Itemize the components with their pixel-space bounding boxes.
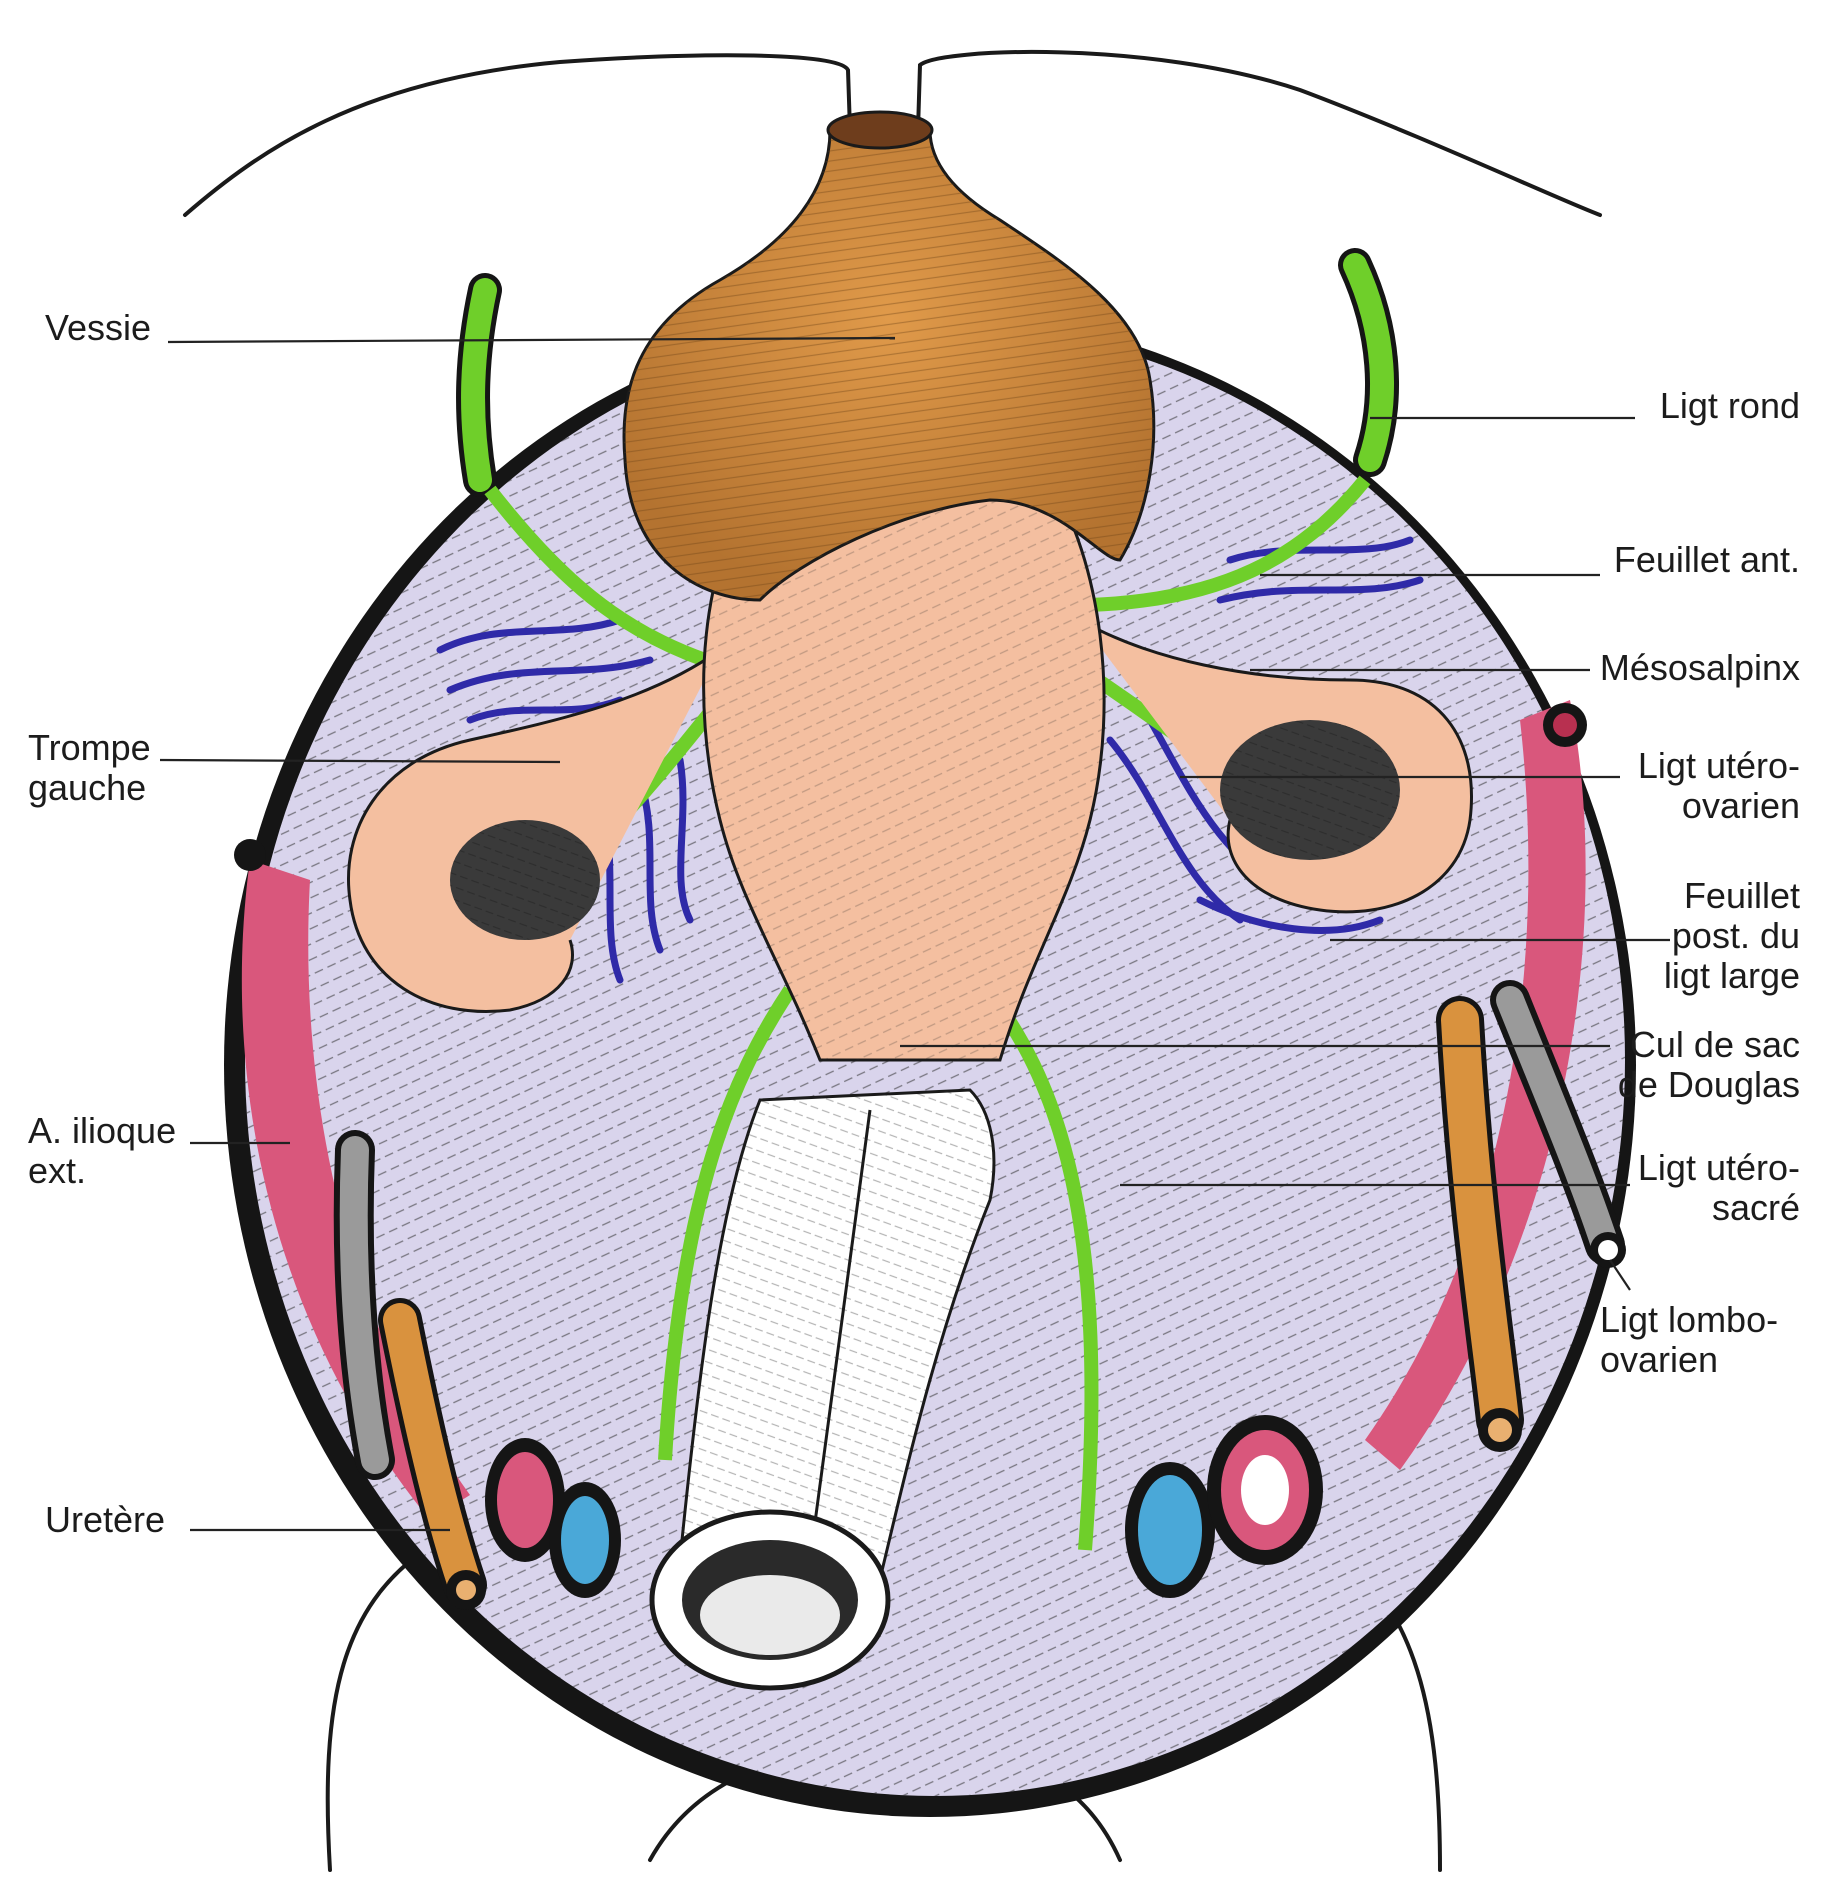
external-iliac-artery-right — [1365, 700, 1586, 1470]
leader-lines — [159, 336, 1670, 1532]
ureter-left — [383, 1303, 482, 1602]
label-cul-de-sac-1: Cul de sac — [1630, 1024, 1800, 1065]
round-ligament-right — [1343, 253, 1394, 472]
label-feuillet-post-1: Feuillet — [1684, 875, 1800, 916]
label-feuillet-post-3: ligt large — [1664, 955, 1800, 996]
label-cul-de-sac-2: de Douglas — [1618, 1064, 1800, 1105]
label-feuillet-ant: Feuillet ant. — [1614, 539, 1800, 580]
label-uretere: Uretère — [45, 1499, 165, 1540]
label-utero-ovarien-1: Ligt utéro- — [1638, 745, 1800, 786]
label-ligt-rond: Ligt rond — [1660, 385, 1800, 426]
label-iliaque-1: A. ilioque — [28, 1110, 176, 1151]
label-feuillet-post-2: post. du — [1672, 915, 1800, 956]
label-iliaque-2: ext. — [28, 1150, 86, 1191]
broad-ligament-fold-left — [484, 485, 708, 667]
urethra-opening — [826, 110, 934, 150]
label-utero-sacre-1: Ligt utéro- — [1638, 1147, 1800, 1188]
label-lombo-1: Ligt lombo- — [1600, 1299, 1778, 1340]
label-utero-sacre-2: sacré — [1712, 1187, 1800, 1228]
label-vessie: Vessie — [45, 307, 151, 348]
ureter-right — [1441, 1001, 1519, 1439]
abdominal-wall-outline-right — [916, 49, 1602, 217]
label-mesosalpinx: Mésosalpinx — [1600, 647, 1800, 688]
vein-right — [1138, 1475, 1202, 1585]
label-lombo-2: ovarien — [1600, 1339, 1718, 1380]
vein-left — [561, 1496, 609, 1584]
broad-ligament-fold-right — [1089, 475, 1371, 612]
external-iliac-artery-left — [241, 860, 470, 1520]
lumbo-ovarian-ligament — [1496, 986, 1619, 1259]
utero-sacral-ligament-left — [658, 986, 796, 1461]
labels: Vessie Ligt rond Feuillet ant. Mésosalpi… — [28, 307, 1800, 1540]
artery-left-bottom — [497, 1452, 553, 1548]
label-utero-ovarien-2: ovarien — [1682, 785, 1800, 826]
label-trompe-1: Trompe — [28, 727, 151, 768]
abdominal-wall-outline — [183, 53, 852, 217]
thigh-outline-left — [325, 1538, 442, 1872]
label-trompe-2: gauche — [28, 767, 146, 808]
round-ligament-left — [461, 278, 497, 492]
